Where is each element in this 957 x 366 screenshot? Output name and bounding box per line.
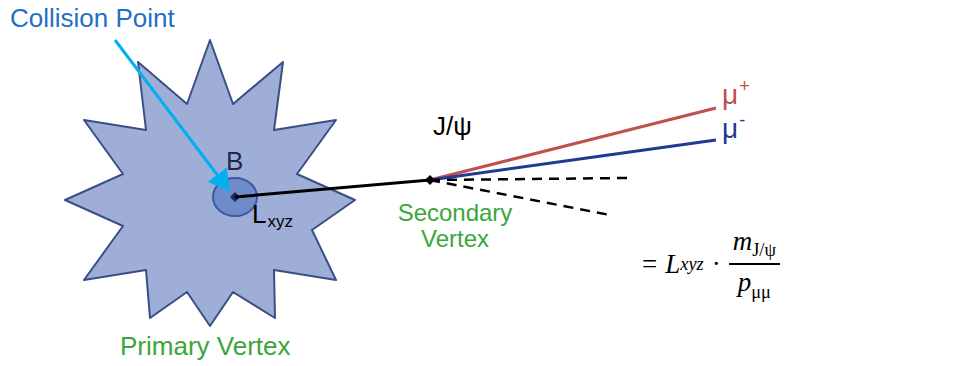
lifetime-formula: =Lxyz·mJ/ψpμμ: [642, 226, 780, 303]
formula-term: xyz: [680, 254, 703, 275]
mu-minus-track: [430, 140, 716, 180]
vertex-label: Secondary Vertex: [388, 200, 522, 253]
vertex-label: Primary Vertex: [120, 332, 291, 361]
formula-term: p: [738, 267, 752, 297]
fraction: mJ/ψpμμ: [729, 226, 780, 303]
formula-term: μμ: [751, 282, 771, 302]
neutral-track: [430, 178, 628, 180]
fraction-bar: [729, 263, 780, 265]
charge-sign: +: [739, 77, 750, 97]
mu-plus-track: [430, 108, 716, 180]
charge-sign: -: [739, 111, 745, 131]
denominator: pμμ: [734, 265, 775, 302]
distance-subscript: xyz: [267, 213, 293, 232]
formula-term: ·: [712, 249, 721, 280]
numerator: mJ/ψ: [729, 226, 780, 263]
formula-term: J/ψ: [752, 240, 776, 260]
particle-label: B: [226, 147, 243, 176]
formula-term: L: [665, 249, 680, 280]
particle-label: J/ψ: [433, 112, 472, 141]
collision-burst: [65, 40, 355, 326]
jpsi-flight-line: [235, 180, 430, 197]
leader-line: [115, 40, 228, 189]
formula-term: =: [642, 249, 657, 280]
formula-term: m: [733, 226, 753, 256]
particle-label: μ: [722, 114, 738, 145]
secondary-vertex-dot: [425, 175, 435, 185]
callout-label: Collision Point: [10, 4, 175, 33]
particle-label: μ: [722, 80, 738, 111]
distance-label: L: [252, 200, 266, 229]
